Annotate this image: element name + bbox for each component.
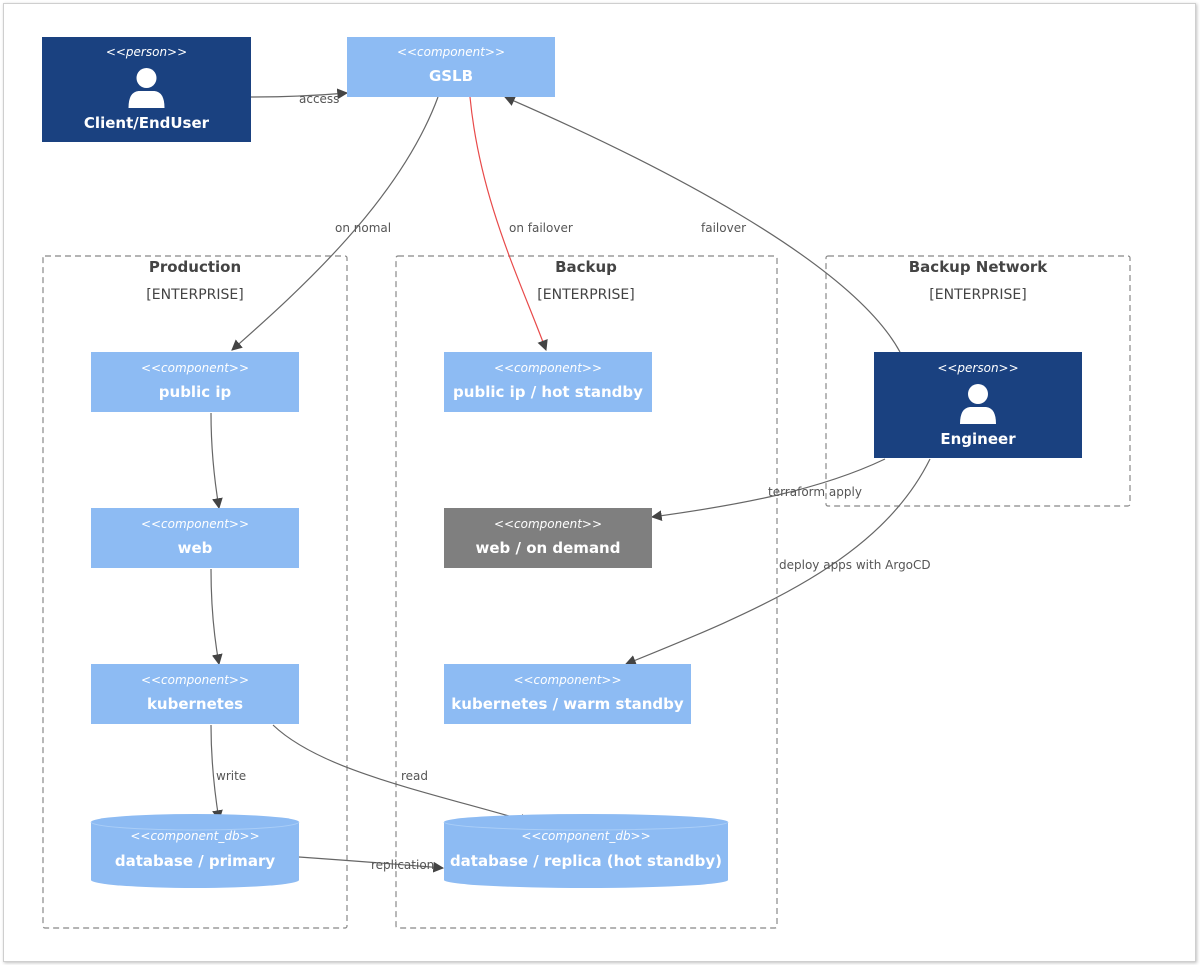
edge-argocd xyxy=(624,458,931,666)
edge-label-write: write xyxy=(216,769,246,783)
boundary-production: Production [ENTERPRISE] xyxy=(42,255,348,929)
edge-terraform xyxy=(650,458,886,522)
node-label: public ip / hot standby xyxy=(453,383,643,401)
node-stereotype: <<person>> xyxy=(937,361,1018,375)
node-stereotype: <<component>> xyxy=(141,361,249,375)
boundary-tag: [ENTERPRISE] xyxy=(146,287,243,303)
node-stereotype: <<component_db>> xyxy=(130,829,259,843)
edge-labels: access on nomal on failover failover wri… xyxy=(216,92,931,872)
boundary-tag: [ENTERPRISE] xyxy=(929,287,1026,303)
node-stereotype: <<component>> xyxy=(141,517,249,531)
node-prod-web[interactable]: <<component>> web xyxy=(91,508,299,568)
boundary-title: Backup xyxy=(555,258,617,276)
boundary-title: Production xyxy=(149,258,241,276)
edge-public-ip-to-web xyxy=(210,412,223,510)
node-label: GSLB xyxy=(429,67,473,85)
node-stereotype: <<component>> xyxy=(141,673,249,687)
node-stereotype: <<component>> xyxy=(513,673,621,687)
edge-access xyxy=(250,88,349,100)
node-backup-web[interactable]: <<component>> web / on demand xyxy=(444,508,652,568)
node-label: kubernetes / warm standby xyxy=(451,695,684,713)
node-stereotype: <<component>> xyxy=(397,45,505,59)
node-label: web xyxy=(178,539,213,557)
node-stereotype: <<component>> xyxy=(494,361,602,375)
node-label: public ip xyxy=(159,383,232,401)
node-label: web / on demand xyxy=(476,539,621,557)
edge-label-on-normal: on nomal xyxy=(335,221,391,235)
node-label: Engineer xyxy=(940,430,1016,448)
edge-read xyxy=(272,724,532,825)
boundary-backup: Backup [ENTERPRISE] xyxy=(395,255,778,929)
edge-label-terraform: terraform apply xyxy=(768,485,862,499)
node-stereotype: <<component_db>> xyxy=(521,829,650,843)
node-client[interactable]: <<person>> Client/EndUser xyxy=(42,37,251,142)
edges xyxy=(210,88,931,873)
edge-write xyxy=(210,724,223,822)
edge-on-normal xyxy=(231,96,439,351)
boundary-backup-network: Backup Network [ENTERPRISE] xyxy=(825,255,1131,507)
node-stereotype: <<component>> xyxy=(494,517,602,531)
edge-label-replication: replication xyxy=(371,858,434,872)
diagram-frame xyxy=(3,3,1196,962)
node-prod-public-ip[interactable]: <<component>> public ip xyxy=(91,352,299,412)
node-label: kubernetes xyxy=(147,695,243,713)
node-prod-kubernetes[interactable]: <<component>> kubernetes xyxy=(91,664,299,724)
edge-label-read: read xyxy=(401,769,428,783)
node-gslb[interactable]: <<component>> GSLB xyxy=(347,37,555,97)
node-prod-database[interactable]: <<component_db>> database / primary xyxy=(90,814,300,888)
node-label: database / primary xyxy=(115,852,275,870)
edge-on-failover xyxy=(469,96,548,352)
node-label: database / replica (hot standby) xyxy=(450,852,722,870)
boundary-tag: [ENTERPRISE] xyxy=(537,287,634,303)
node-engineer[interactable]: <<person>> Engineer xyxy=(874,352,1082,458)
edge-label-failover: failover xyxy=(701,221,746,235)
edge-label-argocd: deploy apps with ArgoCD xyxy=(779,558,931,572)
node-backup-public-ip[interactable]: <<component>> public ip / hot standby xyxy=(444,352,652,412)
node-label: Client/EndUser xyxy=(84,114,210,132)
edge-replication xyxy=(298,856,445,873)
edge-failover xyxy=(504,95,901,353)
person-icon xyxy=(128,68,165,108)
edge-web-to-kubernetes xyxy=(210,568,223,666)
boundary-title: Backup Network xyxy=(909,258,1049,276)
person-icon xyxy=(960,384,996,424)
node-stereotype: <<person>> xyxy=(106,45,187,59)
edge-label-on-failover: on failover xyxy=(509,221,573,235)
node-backup-kubernetes[interactable]: <<component>> kubernetes / warm standby xyxy=(444,664,691,724)
node-backup-database[interactable]: <<component_db>> database / replica (hot… xyxy=(443,814,729,888)
edge-label-access: access xyxy=(299,92,339,106)
